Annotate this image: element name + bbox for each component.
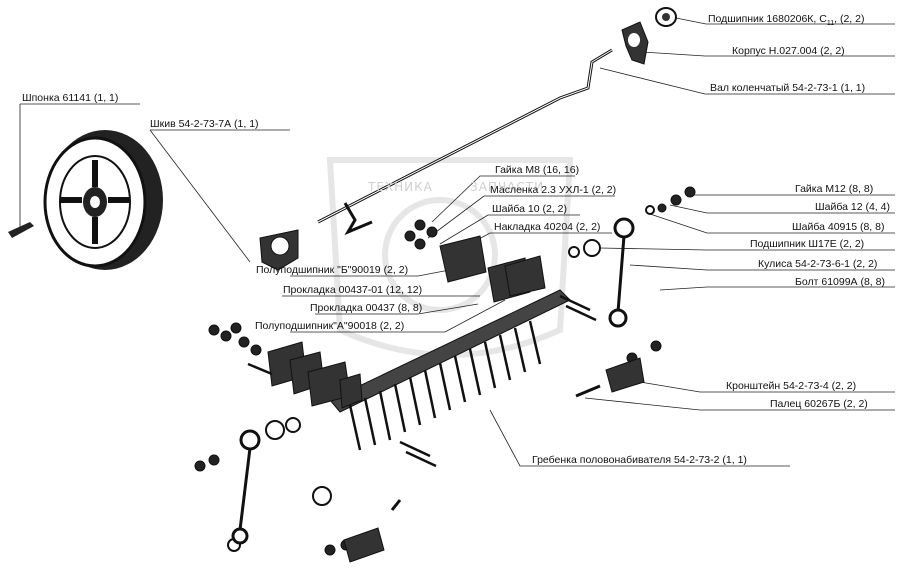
label-half-bearing-b: Полуподшипник "Б"90019 (2, 2) (256, 264, 409, 276)
bolts (247, 294, 597, 468)
housing-top (621, 21, 649, 65)
label-gasket-01: Прокладка 00437-01 (12, 12) (283, 284, 423, 296)
label-key: Шпонка 61141 (1, 1) (22, 92, 119, 104)
label-nut-m12: Гайка М12 (8, 8) (795, 183, 874, 195)
label-bolt: Болт 61099А (8, 8) (795, 276, 885, 288)
watermark-left-text: ТЕХНИКА (368, 180, 433, 194)
bearing-top (655, 7, 677, 27)
label-nut-m8: Гайка М8 (16, 16) (495, 164, 580, 176)
label-housing: Корпус Н.027.004 (2, 2) (732, 45, 845, 57)
comb-bar (329, 289, 571, 451)
label-comb: Гребенка половонабивателя 54-2-73-2 (1, … (532, 454, 747, 466)
label-washer-10: Шайба 10 (2, 2) (492, 203, 567, 215)
bearing-block-lower (267, 341, 363, 409)
label-pulley: Шкив 54-2-73-7А (1, 1) (150, 118, 259, 130)
label-bearing-1680206-qty: , (2, 2) (834, 13, 865, 25)
bracket-right (575, 357, 645, 398)
crankshaft (317, 48, 613, 236)
rocker-left (231, 429, 261, 545)
bracket-bottom (343, 499, 402, 563)
label-cover-plate: Накладка 40204 (2, 2) (494, 221, 601, 233)
bearing-block-upper (439, 235, 546, 303)
half-bearing-left (259, 229, 299, 271)
label-bearing-sh17e: Подшипник Ш17Е (2, 2) (750, 238, 865, 250)
label-bearing-1680206: Подшипник 1680206К, С11, (2, 2) (708, 13, 864, 30)
key-part (8, 222, 34, 238)
label-pin: Палец 60267Б (2, 2) (770, 398, 868, 410)
label-washer-40915: Шайба 40915 (8, 8) (792, 221, 885, 233)
label-rocker: Кулиса 54-2-73-6-1 (2, 2) (758, 258, 878, 270)
label-washer-12: Шайба 12 (4, 4) (815, 201, 890, 213)
pulley (43, 130, 163, 270)
label-gasket: Прокладка 00437 (8, 8) (310, 302, 423, 314)
rocker-right (608, 217, 635, 328)
watermark-right-text: ЗАПЧАСТИ (470, 180, 545, 194)
label-half-bearing-a: Полуподшипник"А"90018 (2, 2) (255, 320, 405, 332)
label-bracket: Кронштейн 54-2-73-4 (2, 2) (726, 380, 857, 392)
label-bearing-1680206-sub: 11 (826, 20, 835, 28)
label-crankshaft: Вал коленчатый 54-2-73-1 (1, 1) (710, 82, 866, 94)
label-bearing-1680206-main: Подшипник 1680206К, С (708, 13, 827, 25)
label-oiler: Масленка 2.3 УХЛ-1 (2, 2) (490, 184, 617, 196)
washers (227, 205, 655, 552)
